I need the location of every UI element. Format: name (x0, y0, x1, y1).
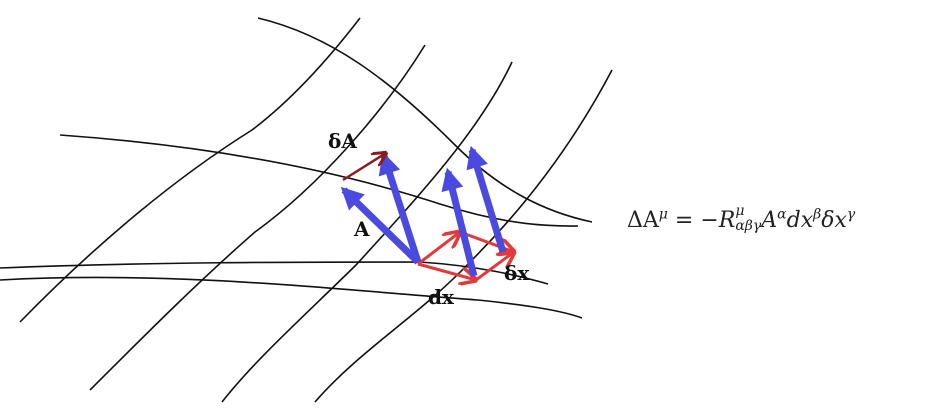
eq-lhs-sup: μ (658, 206, 668, 223)
eq-A-sup: α (777, 206, 787, 223)
eq-minus: − (700, 208, 719, 233)
grid-line-horizontal-1 (59, 134, 579, 227)
eq-riemann: R (718, 208, 736, 233)
eq-deltax: δx (821, 208, 847, 233)
eq-equals: = (674, 208, 694, 233)
deltax-vector-base (417, 232, 460, 266)
deltax-vector-shifted (475, 252, 514, 282)
eq-lhs: ΔA (627, 208, 659, 233)
A-label: A (353, 217, 370, 241)
eq-dx: dx (786, 208, 814, 233)
grid-line-vertical-3 (221, 61, 513, 403)
grid-line-vertical-1 (19, 17, 361, 323)
vector-A-original (340, 186, 421, 265)
dx-vector (417, 262, 476, 280)
deltaA-vector (342, 153, 386, 182)
grid-line-horizontal-4 (257, 17, 593, 223)
deltaA-label: δA (328, 129, 357, 153)
eq-dx-sup: β (813, 206, 822, 223)
grid-line-horizontal-2 (0, 261, 549, 285)
eq-deltax-sup: γ (846, 206, 856, 223)
eq-A: A (761, 208, 778, 233)
eq-riemann-sub: αβγ (735, 218, 762, 234)
deltax-label: δx (504, 261, 530, 285)
dx-label: dx (428, 285, 455, 309)
vector-A-transported-1 (378, 151, 422, 264)
eq-riemann-sup: μ (735, 203, 745, 219)
grid-line-horizontal-3 (0, 276, 583, 319)
grid-line-vertical-2 (89, 44, 426, 391)
vector-A-at-dx (441, 167, 478, 277)
vector-A-at-deltax (466, 145, 507, 254)
